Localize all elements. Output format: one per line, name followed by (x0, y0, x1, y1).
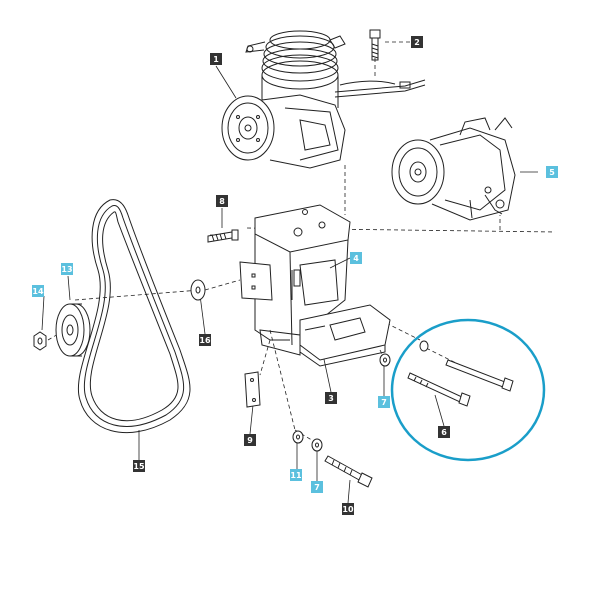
callout-6: 6 (438, 426, 450, 438)
callout-8: 8 (216, 195, 228, 207)
base-plate (299, 304, 391, 367)
callout-9: 9 (244, 434, 256, 446)
callout-7-bottom: 7 (311, 481, 323, 493)
callout-1: 1 (210, 53, 222, 65)
callout-2: 2 (411, 36, 423, 48)
callout-5: 5 (546, 166, 558, 178)
bolt-8 (207, 229, 239, 243)
mounting-bracket (239, 204, 351, 356)
drive-belt (78, 199, 191, 434)
callout-14: 14 (32, 285, 44, 297)
bolt-10 (324, 455, 373, 488)
leader-lines (41, 65, 538, 504)
ac-compressor (391, 117, 516, 221)
callout-15: 15 (133, 460, 145, 472)
callout-11: 11 (290, 469, 302, 481)
highlight-ring (390, 318, 546, 462)
callout-7-mid: 7 (378, 396, 390, 408)
callout-16: 16 (199, 334, 211, 346)
tensioner-pulley (55, 303, 91, 357)
callout-13: 13 (61, 263, 73, 275)
washer-16 (190, 279, 206, 301)
callout-10: 10 (342, 503, 354, 515)
long-bolts-6 (407, 340, 514, 407)
callout-4: 4 (350, 252, 362, 264)
air-compressor (221, 30, 426, 169)
lock-washer-7-mid (379, 353, 391, 367)
washer-11 (292, 430, 304, 444)
spacer-block (244, 371, 261, 408)
bolt-2 (369, 29, 381, 61)
callout-3: 3 (325, 392, 337, 404)
nut-14 (33, 331, 47, 351)
lock-washer-7-bottom (311, 438, 323, 452)
